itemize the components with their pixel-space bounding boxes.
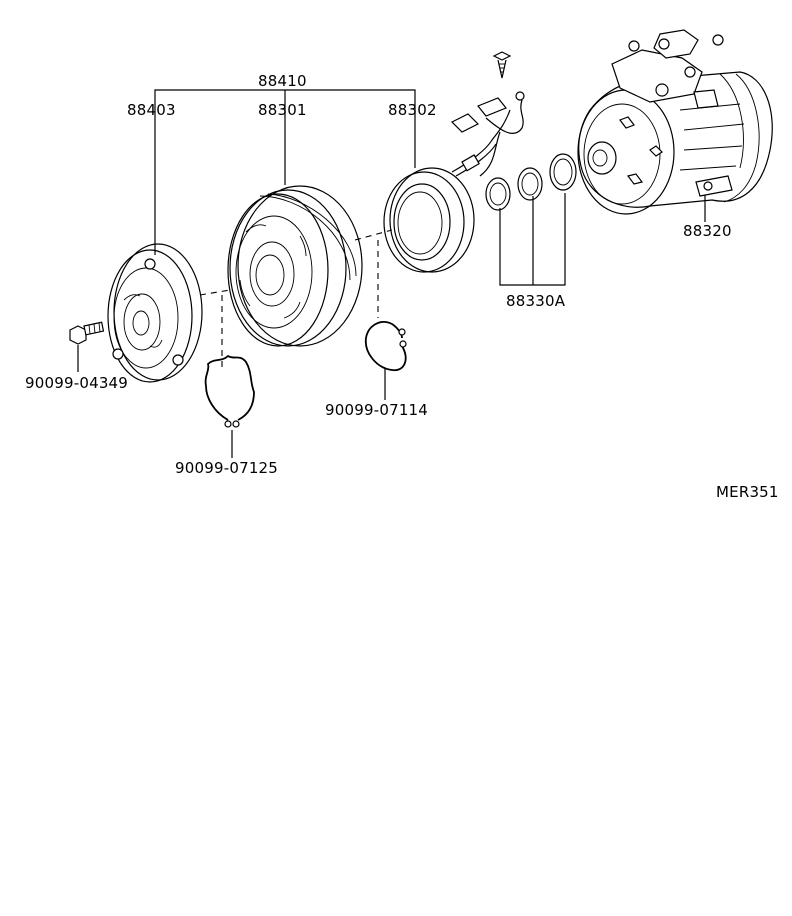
label-88410: 88410 (258, 72, 307, 90)
label-88320: 88320 (683, 222, 732, 240)
figure-code: MER351 (716, 483, 779, 501)
stator-coil-drawing (383, 91, 525, 273)
screw-drawing (492, 51, 512, 79)
label-90099-04349: 90099-04349 (25, 374, 128, 392)
compressor-drawing (577, 29, 773, 215)
pulley-drawing (227, 185, 363, 347)
label-88403: 88403 (127, 101, 176, 119)
bolt-drawing (69, 321, 105, 345)
clutch-hub-drawing (107, 243, 203, 383)
part-labels: 88410 88403 88301 88302 88320 88330A 900… (25, 72, 779, 501)
label-90099-07125: 90099-07125 (175, 459, 278, 477)
snap-ring-large-drawing (204, 354, 255, 428)
leader-lines (77, 89, 706, 458)
label-88302: 88302 (388, 101, 437, 119)
label-88301: 88301 (258, 101, 307, 119)
snap-ring-small-drawing (364, 321, 407, 372)
shims-drawing (485, 153, 577, 211)
label-88330a: 88330A (506, 292, 566, 310)
label-90099-07114: 90099-07114 (325, 401, 428, 419)
